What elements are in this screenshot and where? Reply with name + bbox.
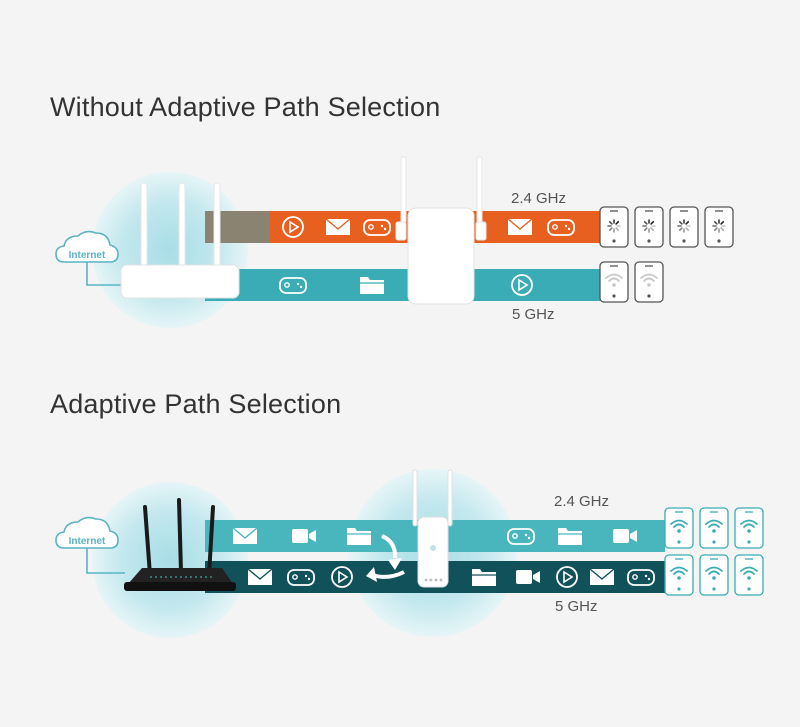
wifi-icon xyxy=(605,273,623,287)
folder-icon xyxy=(558,528,582,545)
band-label-5ghz-top: 5 GHz xyxy=(512,306,555,323)
router-black xyxy=(124,498,236,591)
extender-white xyxy=(395,156,487,305)
band-label-5ghz-bottom: 5 GHz xyxy=(555,598,598,615)
band-label-24ghz-bottom: 2.4 GHz xyxy=(554,493,610,510)
gamepad-icon xyxy=(363,219,391,236)
section-title-without: Without Adaptive Path Selection xyxy=(50,92,441,122)
wifi-icon xyxy=(640,273,658,287)
mail-icon xyxy=(507,218,533,235)
internet-cloud-top: Internet xyxy=(55,230,125,286)
play-icon xyxy=(331,566,353,588)
phone-device xyxy=(634,206,664,248)
internet-label-bottom: Internet xyxy=(69,536,106,547)
phone-device xyxy=(664,507,694,549)
router-coverage-circle-bottom xyxy=(92,482,248,638)
gamepad-icon xyxy=(279,277,307,294)
mail-icon xyxy=(589,568,615,585)
camera-icon xyxy=(613,529,637,543)
band-5-icons-bottom xyxy=(247,566,655,588)
folder-icon xyxy=(472,569,496,586)
phone-device xyxy=(704,206,734,248)
mail-icon xyxy=(232,527,258,544)
router-white xyxy=(120,182,240,299)
device-grid-bottom xyxy=(664,507,764,596)
phone-device xyxy=(734,554,764,596)
phone-device xyxy=(699,507,729,549)
camera-icon xyxy=(292,529,316,543)
phone-device xyxy=(664,554,694,596)
device-grid-top xyxy=(599,206,734,303)
phone-device xyxy=(669,206,699,248)
loading-spinner-icon xyxy=(712,219,726,233)
play-icon xyxy=(556,566,578,588)
loading-spinner-icon xyxy=(607,219,621,233)
phone-device xyxy=(634,261,664,303)
band-24-icons-top xyxy=(282,216,575,238)
band-switch-arrows-icon xyxy=(366,534,405,582)
play-icon xyxy=(282,216,304,238)
phone-device xyxy=(599,261,629,303)
wifi-icon xyxy=(740,566,758,580)
wifi-icon xyxy=(740,519,758,533)
folder-icon xyxy=(347,528,371,545)
extender-bottom xyxy=(412,469,453,588)
camera-icon xyxy=(516,570,540,584)
play-icon xyxy=(511,274,533,296)
gamepad-icon xyxy=(547,219,575,236)
band-label-24ghz-top: 2.4 GHz xyxy=(511,190,567,207)
phone-device xyxy=(599,206,629,248)
gamepad-icon xyxy=(627,569,655,586)
wifi-icon xyxy=(670,566,688,580)
gamepad-icon xyxy=(507,528,535,545)
band-5ghz-top xyxy=(205,269,600,301)
wifi-icon xyxy=(670,519,688,533)
wifi-icon xyxy=(705,566,723,580)
mail-icon xyxy=(247,568,273,585)
folder-icon xyxy=(360,277,384,294)
mail-icon xyxy=(325,218,351,235)
internet-label-top: Internet xyxy=(69,250,106,261)
gamepad-icon xyxy=(287,569,315,586)
internet-cloud-bottom: Internet xyxy=(55,516,125,574)
phone-device xyxy=(734,507,764,549)
wifi-icon xyxy=(705,519,723,533)
band-5-icons-top xyxy=(279,274,533,296)
section-title-adaptive: Adaptive Path Selection xyxy=(50,389,342,419)
phone-device xyxy=(699,554,729,596)
loading-spinner-icon xyxy=(642,219,656,233)
loading-spinner-icon xyxy=(677,219,691,233)
band-24-icons-bottom xyxy=(232,527,637,545)
